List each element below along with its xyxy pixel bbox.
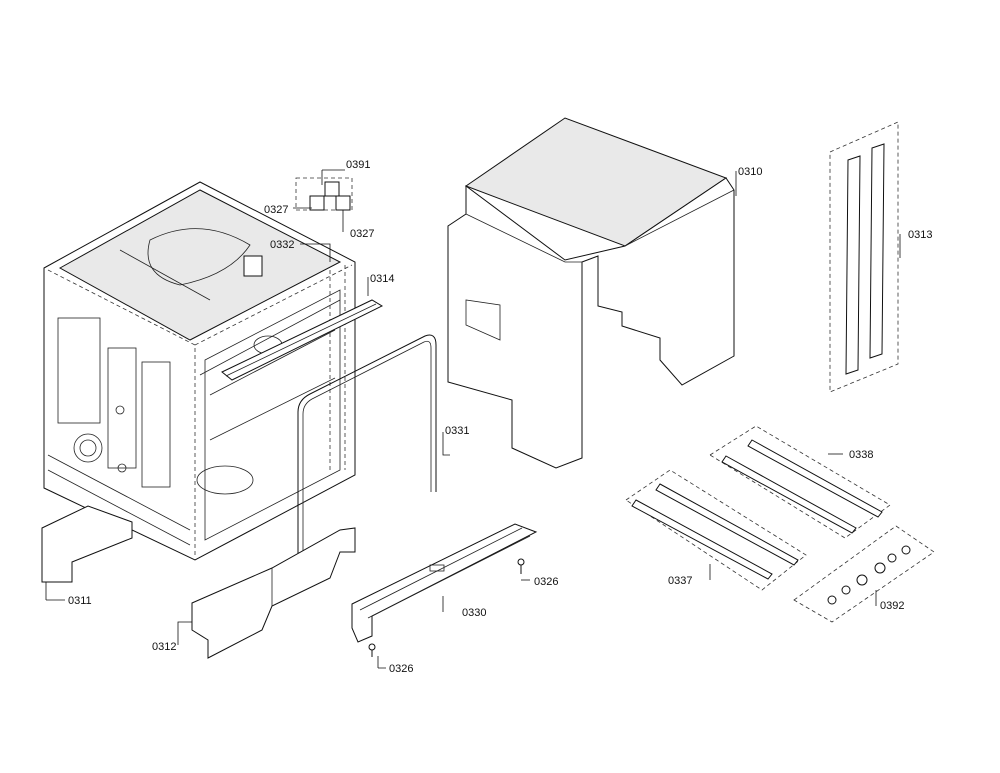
part-0314-rail bbox=[221, 299, 384, 381]
label-0338: 0338 bbox=[849, 449, 873, 461]
part-0313-trim-strips bbox=[829, 121, 899, 393]
leader-lines bbox=[45, 169, 901, 669]
part-0312-panel bbox=[191, 527, 356, 659]
part-0337-rails bbox=[625, 469, 807, 591]
label-0327-left: 0327 bbox=[264, 204, 288, 216]
label-0392: 0392 bbox=[880, 600, 904, 612]
label-0391: 0391 bbox=[346, 159, 370, 171]
label-0331: 0331 bbox=[445, 425, 469, 437]
label-0314: 0314 bbox=[370, 273, 394, 285]
part-0391-hinge-group bbox=[295, 177, 353, 211]
part-0326-screws bbox=[368, 558, 525, 657]
label-0313: 0313 bbox=[908, 229, 932, 241]
label-0327-right: 0327 bbox=[350, 228, 374, 240]
label-0310: 0310 bbox=[738, 166, 762, 178]
label-0332: 0332 bbox=[270, 239, 294, 251]
label-0326-lower: 0326 bbox=[389, 663, 413, 675]
part-0330-bracket bbox=[351, 523, 538, 643]
tub-assembly bbox=[43, 181, 356, 561]
part-labels: 0391 0327 0327 0332 0314 0310 0313 0331 … bbox=[68, 159, 932, 675]
part-0310-cover bbox=[447, 117, 735, 469]
label-0311: 0311 bbox=[68, 595, 92, 607]
part-0331-gasket bbox=[297, 334, 437, 565]
label-0312: 0312 bbox=[152, 641, 176, 653]
part-0392-hardware-kit bbox=[793, 525, 935, 623]
part-0311-panel bbox=[41, 505, 133, 583]
label-0326-upper: 0326 bbox=[534, 576, 558, 588]
part-0338-rails bbox=[709, 425, 891, 539]
label-0337: 0337 bbox=[668, 575, 692, 587]
label-0330: 0330 bbox=[462, 607, 486, 619]
